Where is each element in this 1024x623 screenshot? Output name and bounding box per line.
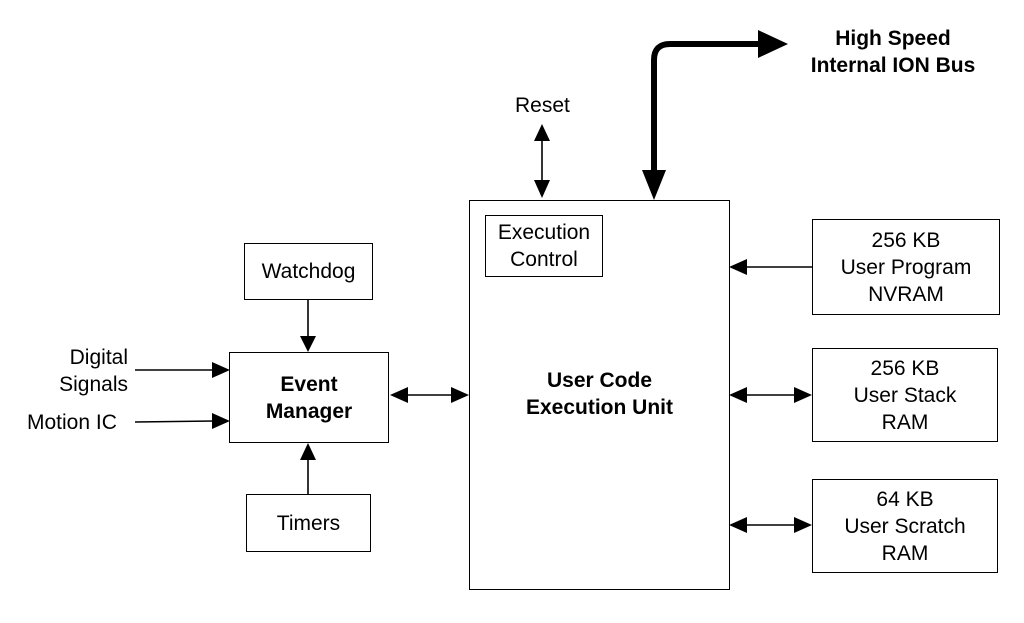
- execution-control-line2: Control: [510, 248, 578, 271]
- reset-label: Reset: [515, 94, 570, 117]
- stack-type: RAM: [881, 410, 929, 434]
- reset-arrow-down: [534, 180, 550, 198]
- scratch-arrow-left: [729, 517, 747, 533]
- em-exec-arrow-left: [390, 387, 408, 403]
- timers-arrow: [300, 443, 316, 460]
- bus-arrow-right: [758, 30, 788, 58]
- bus-label: High Speed Internal ION Bus: [800, 25, 986, 79]
- bus-label-line1: High Speed: [835, 27, 951, 50]
- user-program-nvram-box: 256 KB User Program NVRAM: [812, 219, 1000, 315]
- nvram-size: 256 KB: [871, 228, 941, 252]
- event-manager-line1: Event: [280, 372, 338, 396]
- nvram-type: NVRAM: [868, 282, 944, 306]
- execution-unit-line2: Execution Unit: [525, 396, 673, 419]
- digital-signals-label: Digital Signals: [40, 344, 128, 398]
- timers-box: Timers: [246, 494, 371, 552]
- digital-signals-line1: Digital: [69, 346, 128, 369]
- motion-arrow: [212, 413, 230, 429]
- motion-line: [134, 420, 215, 423]
- watchdog-box: Watchdog: [244, 243, 373, 300]
- stack-size: 256 KB: [870, 356, 940, 380]
- execution-unit-line1: User Code: [546, 369, 653, 392]
- execution-unit-title: User Code Execution Unit: [470, 367, 729, 421]
- user-scratch-ram-box: 64 KB User Scratch RAM: [812, 479, 998, 573]
- motion-ic-label: Motion IC: [27, 411, 117, 434]
- em-exec-arrow-right: [451, 387, 469, 403]
- watchdog-arrow: [300, 336, 316, 352]
- scratch-size: 64 KB: [876, 487, 934, 511]
- stack-arrow-right: [794, 387, 812, 403]
- reset-arrow-up: [534, 124, 550, 141]
- watchdog-label: Watchdog: [261, 260, 356, 283]
- stack-arrow-left: [729, 387, 747, 403]
- event-manager-line2: Manager: [265, 399, 353, 423]
- execution-control-line1: Execution: [497, 221, 591, 244]
- stack-name: User Stack: [853, 383, 957, 407]
- bus-label-line2: Internal ION Bus: [810, 54, 976, 77]
- nvram-arrow: [729, 259, 747, 275]
- nvram-name: User Program: [840, 255, 972, 279]
- bus-arrow-down: [642, 170, 666, 200]
- execution-control-box: Execution Control: [485, 215, 603, 277]
- event-manager-box: Event Manager: [229, 352, 389, 443]
- bus-line: [651, 41, 760, 180]
- scratch-arrow-right: [794, 517, 812, 533]
- digital-arrow: [212, 362, 230, 378]
- timers-label: Timers: [276, 511, 341, 535]
- user-stack-ram-box: 256 KB User Stack RAM: [812, 348, 998, 442]
- digital-signals-line2: Signals: [59, 373, 128, 396]
- scratch-type: RAM: [881, 541, 929, 565]
- scratch-name: User Scratch: [844, 514, 966, 538]
